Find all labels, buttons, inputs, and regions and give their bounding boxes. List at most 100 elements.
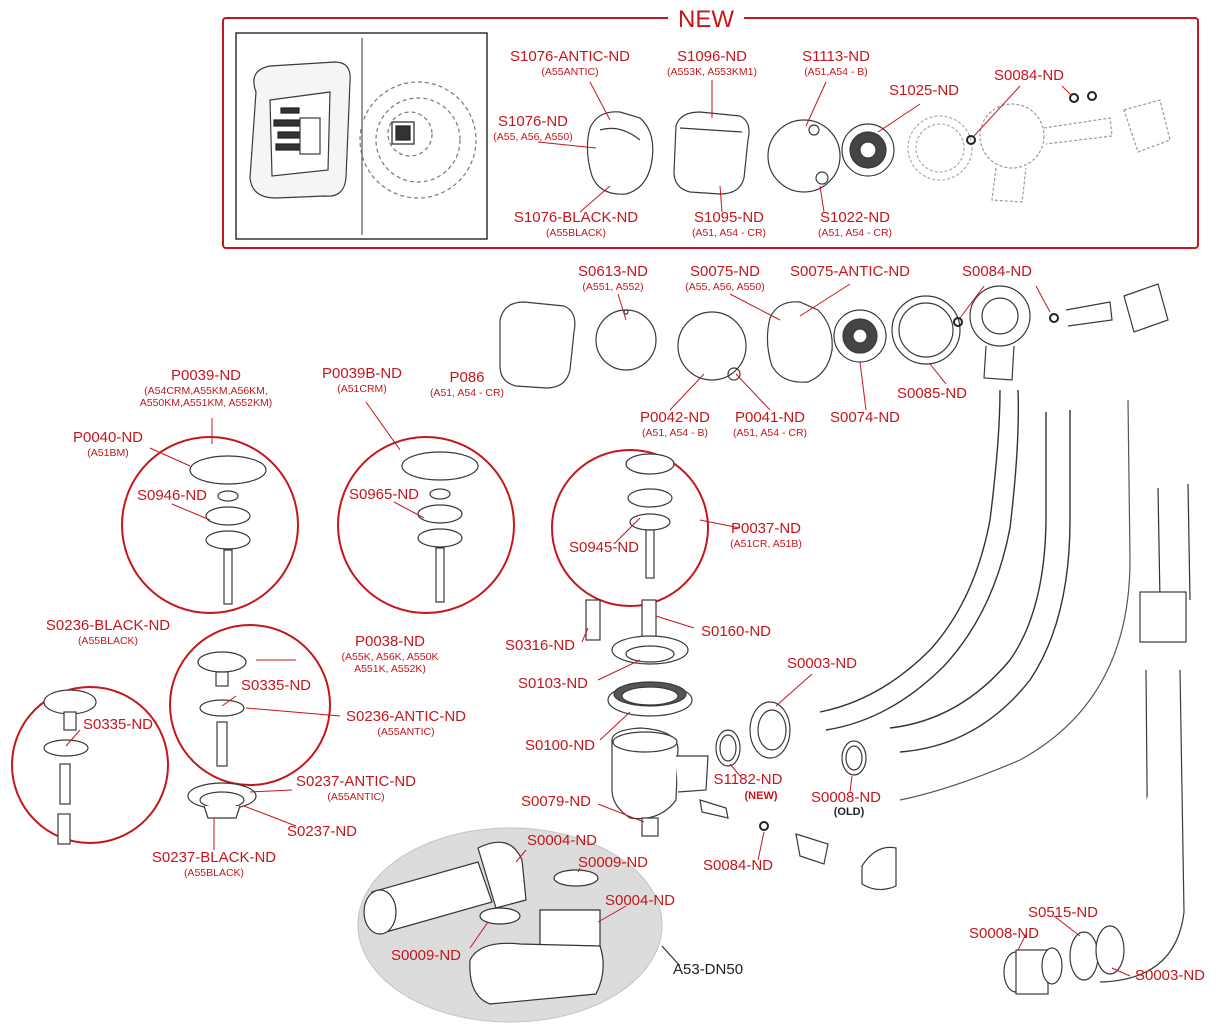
part-s0074 [833, 309, 887, 363]
part-label: S0008-ND [811, 790, 881, 805]
part-code: P0041-ND [734, 409, 806, 426]
part-code: P086 [449, 369, 485, 386]
part-code: S0008-ND [810, 789, 882, 806]
part-code: S0236-ANTIC-ND [345, 708, 467, 725]
part-label: S1076-ANTIC-ND(A55ANTIC) [510, 49, 630, 78]
kit-leader [661, 945, 681, 967]
part-models: (A51CRM) [337, 383, 387, 395]
part-code: S0335-ND [240, 677, 312, 694]
plug-s0236-black [43, 689, 97, 845]
kit-label: A53-DN50 [673, 961, 744, 978]
part-code: S0316-ND [504, 637, 576, 654]
part-label: S0084-ND [703, 858, 773, 873]
tag-new: (NEW) [744, 790, 778, 802]
group-p0040 [121, 436, 299, 614]
part-code: S0237-BLACK-ND [151, 849, 277, 866]
part-code: S0075-ANTIC-ND [789, 263, 911, 280]
part-code: S0075-ND [689, 263, 761, 280]
part-label: S0316-ND [505, 638, 575, 653]
part-label: S1022-ND(A51, A54 - CR) [818, 210, 892, 239]
part-models: (A51, A54 - CR) [732, 427, 808, 439]
part-label: S0613-ND(A551, A552) [578, 264, 648, 293]
new-section-title: NEW [668, 6, 744, 34]
part-code: S0008-ND [968, 925, 1040, 942]
part-models: (A51, A54 - CR) [429, 387, 505, 399]
part-label: S0003-ND [787, 656, 857, 671]
tag-old: (OLD) [833, 806, 865, 818]
part-models: (A54CRM,A55KM,A56KM, A550KM,A551KM, A552… [139, 385, 273, 410]
leader-lines [65, 80, 1131, 977]
part-s1076 [586, 111, 654, 195]
group-p0037 [551, 449, 709, 607]
part-models: (A55BLACK) [545, 227, 607, 239]
part-code: S1025-ND [888, 82, 960, 99]
part-models: (A55BLACK) [183, 867, 245, 879]
part-code: S0945-ND [568, 539, 640, 556]
part-overflow-head [969, 283, 1169, 381]
part-s1025-ring [907, 115, 973, 181]
plug-p0039b [401, 451, 479, 603]
part-label: S1025-ND [889, 83, 959, 98]
part-label: P0041-ND(A51, A54 - CR) [733, 410, 807, 439]
part-label: S1095-ND(A51, A54 - CR) [692, 210, 766, 239]
part-code: S0237-ND [286, 823, 358, 840]
hose-3 [1157, 483, 1191, 601]
part-code: S0613-ND [577, 263, 649, 280]
part-s0003 [749, 701, 791, 759]
part-code: P0040-ND [72, 429, 144, 446]
part-label: P0039-ND(A54CRM,A55KM,A56KM, A550KM,A551… [140, 368, 273, 409]
part-code: S1076-ANTIC-ND [509, 48, 631, 65]
group-s0236-black [11, 686, 169, 844]
part-label: S0084-ND [962, 264, 1032, 279]
part-models: (A551, A552) [582, 281, 644, 293]
part-s0237 [187, 782, 257, 819]
part-label: S0965-ND [349, 487, 419, 502]
part-code: P0037-ND [730, 520, 802, 537]
group-p0038 [169, 624, 331, 786]
part-label: S0075-ANTIC-ND [790, 264, 910, 279]
part-code: S0003-ND [1134, 967, 1206, 984]
part-label: S1076-BLACK-ND(A55BLACK) [514, 210, 638, 239]
part-code: S0084-ND [993, 67, 1065, 84]
part-code: S0084-ND [702, 857, 774, 874]
plug-p0038 [197, 651, 247, 767]
inset-spindle [391, 121, 415, 145]
hose-2 [889, 410, 1071, 753]
part-label: S0004-ND [605, 893, 675, 908]
part-code: S0009-ND [577, 854, 649, 871]
part-label: P0039B-ND(A51CRM) [322, 366, 402, 395]
inset-frame [235, 32, 488, 240]
part-label: S0515-ND [1028, 905, 1098, 920]
part-label: S0008-ND [969, 926, 1039, 941]
part-code: S0079-ND [520, 793, 592, 810]
part-code: P0039-ND [170, 367, 242, 384]
part-code: S0515-ND [1027, 904, 1099, 921]
part-label: P0038-ND(A55K, A56K, A550K A551K, A552K) [342, 634, 439, 675]
part-code: S0084-ND [961, 263, 1033, 280]
part-s0100 [607, 681, 693, 717]
plug-p0040 [189, 455, 267, 605]
part-code: S0009-ND [390, 947, 462, 964]
part-code: S0003-ND [786, 655, 858, 672]
part-models: (A55, A56, A550) [493, 131, 573, 143]
part-p0042 [677, 311, 747, 381]
part-label: S0236-BLACK-ND(A55BLACK) [46, 618, 170, 647]
part-code: S0237-ANTIC-ND [295, 773, 417, 790]
part-code: S0160-ND [700, 623, 772, 640]
kit-parts [363, 841, 604, 1005]
part-label: S0079-ND [521, 794, 591, 809]
part-label: S0945-ND [569, 540, 639, 555]
part-models: (A51, A54 - CR) [817, 227, 893, 239]
part-label: S1096-ND(A553K, A553KM1) [667, 49, 757, 78]
part-label: S1113-ND(A51,A54 - B) [802, 49, 870, 78]
part-code: S1022-ND [819, 209, 891, 226]
part-adapter [795, 833, 897, 891]
part-label: S0085-ND [897, 386, 967, 401]
part-code: P0038-ND [354, 633, 426, 650]
part-label: S0004-ND [527, 833, 597, 848]
part-code: S0236-BLACK-ND [45, 617, 171, 634]
cable [899, 399, 1131, 801]
part-label: P086(A51, A54 - CR) [430, 370, 504, 399]
part-label: S0084-ND [994, 68, 1064, 83]
